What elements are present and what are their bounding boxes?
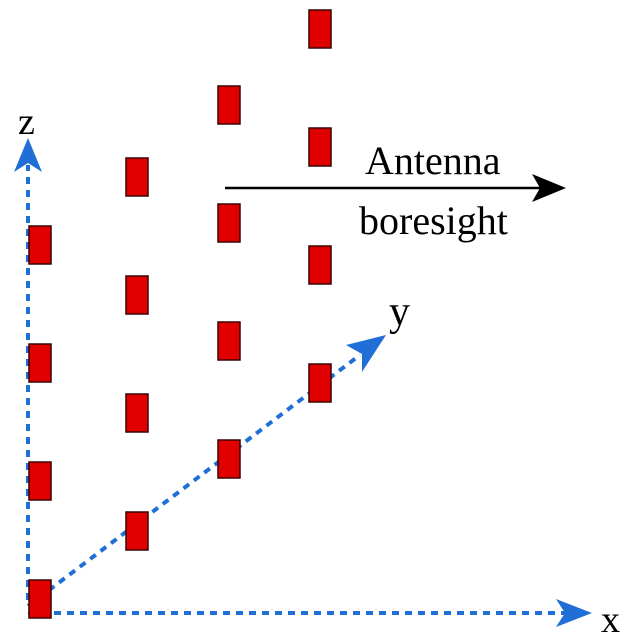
y-axis-label: y (389, 289, 410, 335)
array-element (217, 439, 241, 479)
array-element (28, 225, 52, 265)
array-element (308, 127, 332, 167)
boresight-label-line2: boresight (359, 198, 508, 243)
array-element (217, 203, 241, 243)
array-element (308, 245, 332, 285)
array-element (28, 461, 52, 501)
array-element (125, 393, 149, 433)
array-element (125, 275, 149, 315)
boresight-label-line1: Antenna (365, 138, 501, 183)
array-element (308, 9, 332, 49)
array-element (28, 343, 52, 383)
y-axis (26, 335, 386, 608)
array-element (125, 511, 149, 551)
boresight-arrow (225, 174, 566, 202)
x-axis (28, 599, 592, 627)
z-axis (14, 138, 42, 600)
array-element (217, 85, 241, 125)
array-element (308, 363, 332, 403)
x-axis-label: x (601, 599, 620, 641)
array-elements (28, 9, 332, 619)
array-element (125, 157, 149, 197)
array-element (28, 579, 52, 619)
z-axis-label: z (18, 101, 35, 143)
array-element (217, 321, 241, 361)
